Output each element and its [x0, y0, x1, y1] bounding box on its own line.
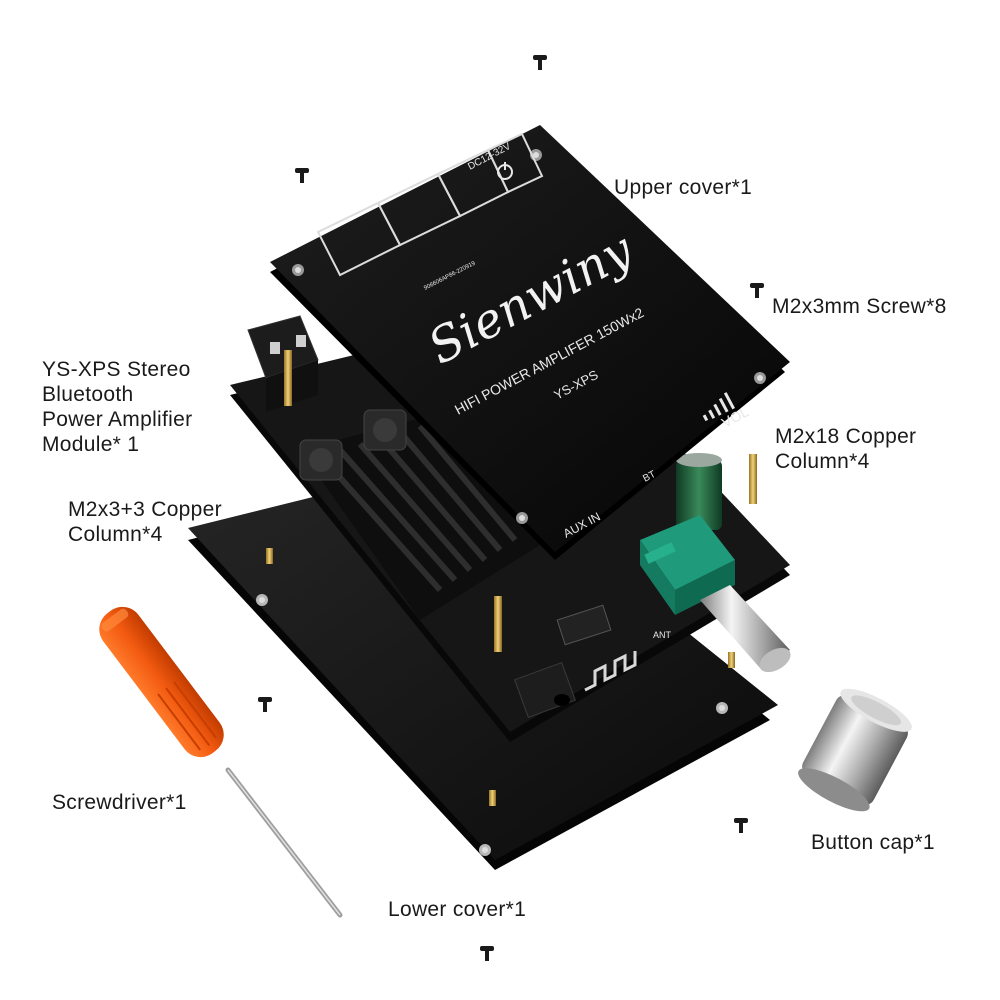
bluetooth-chip [556, 604, 612, 646]
copper-column-long-label-line2: Column*4 [775, 450, 870, 473]
module-label-line4: Module* 1 [42, 433, 140, 456]
audio-jack [514, 662, 576, 718]
screwdriver [99, 606, 343, 918]
screwdriver-label: Screwdriver*1 [52, 791, 187, 814]
screw-label: M2x3mm Screw*8 [772, 295, 947, 318]
power-icon [497, 162, 513, 180]
upper-cover-label: Upper cover*1 [614, 176, 753, 199]
module-label-line3: Power Amplifier [42, 408, 193, 431]
short-copper-column [266, 548, 735, 806]
upper-cover: DC12-32V 906606AP86-220919 Sienwiny HIFI… [270, 125, 790, 560]
copper-column-short-label-line2: Column*4 [68, 523, 163, 546]
bt-label: BT [641, 469, 657, 485]
ant-label: ANT [653, 630, 672, 640]
screws [258, 55, 764, 961]
module-label-line2: Bluetooth [42, 383, 134, 406]
antenna-trace [584, 651, 637, 692]
module-label-line1: YS-XPS Stereo [42, 358, 191, 381]
pot-shaft [700, 585, 791, 673]
potentiometer [640, 515, 735, 615]
amplifier-module: ANT [230, 308, 791, 742]
capacitor [676, 453, 722, 530]
inductors [299, 409, 407, 481]
lower-cover-label: Lower cover*1 [388, 898, 527, 921]
button-cap [798, 688, 912, 812]
copper-column-short-label-line1: M2x3+3 Copper [68, 498, 222, 521]
button-cap-label: Button cap*1 [811, 831, 935, 854]
long-copper-column [284, 350, 757, 652]
copper-column-long-label-line1: M2x18 Copper [775, 425, 917, 448]
volume-bars-icon [702, 392, 735, 422]
